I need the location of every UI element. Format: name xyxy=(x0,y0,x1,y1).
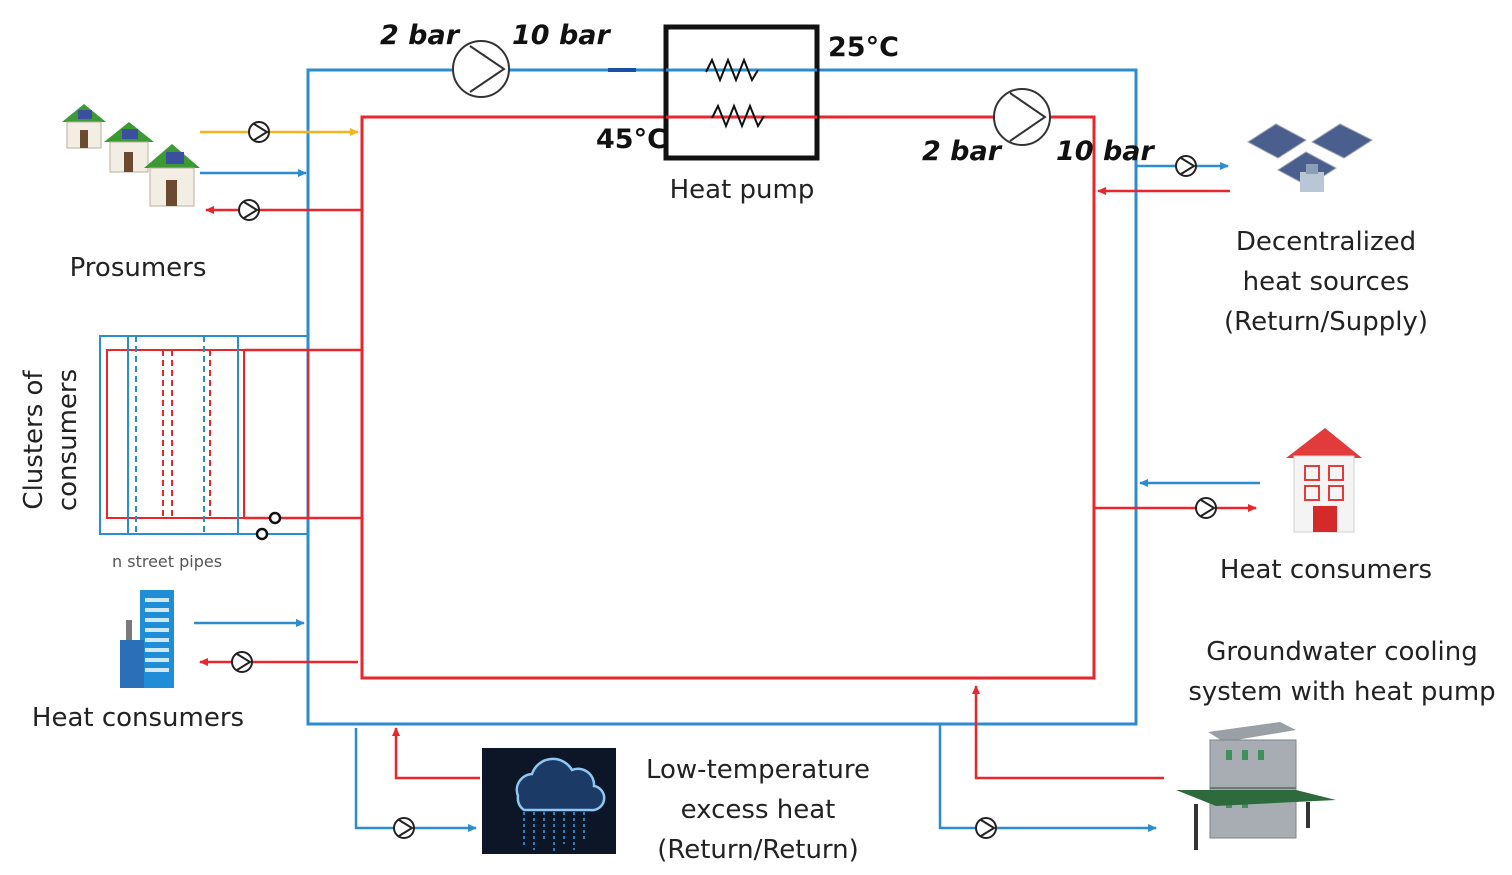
cloud-data-center-icon xyxy=(482,748,616,854)
office-building-icon xyxy=(120,590,174,688)
clusters-label-line1: Clusters of xyxy=(19,370,49,510)
heat-pump-label: Heat pump xyxy=(669,175,815,205)
pump-icon xyxy=(452,40,510,98)
heat-pump-box xyxy=(663,24,820,161)
pressure-label-right-in: 2 bar xyxy=(922,136,1002,167)
consumer-cluster-pipes xyxy=(99,335,362,541)
decentralized-heat-sources-label: Decentralized heat sources (Return/Suppl… xyxy=(1196,222,1456,342)
pump-icon xyxy=(993,88,1051,146)
house-icon xyxy=(1286,428,1362,533)
excess-label-line3: (Return/Return) xyxy=(657,835,859,865)
clusters-label-line2: consumers xyxy=(53,368,83,512)
excess-label-line2: excess heat xyxy=(680,795,836,825)
solar-panels-icon xyxy=(1247,123,1374,192)
decentralized-label-line1: Decentralized xyxy=(1235,227,1417,257)
groundwater-label-line2: system with heat pump xyxy=(1188,677,1496,707)
clusters-of-consumers-label: Clusters of consumers xyxy=(17,365,89,515)
cold-temperature-label: 25°C xyxy=(828,32,899,63)
excess-label-line1: Low-temperature xyxy=(645,755,870,785)
heat-consumers-left-label: Heat consumers xyxy=(31,703,245,733)
prosumers-label: Prosumers xyxy=(69,253,207,283)
groundwater-cooling-label: Groundwater cooling system with heat pum… xyxy=(1172,632,1512,712)
decentralized-label-line2: heat sources xyxy=(1242,267,1410,297)
heat-consumers-right-label: Heat consumers xyxy=(1219,555,1433,585)
groundwater-cooling-unit-icon xyxy=(1176,722,1336,850)
decentralized-label-line3: (Return/Supply) xyxy=(1224,307,1428,337)
street-pipes-label: n street pipes xyxy=(112,552,223,571)
pressure-label-right-out: 10 bar xyxy=(1056,136,1154,167)
excess-heat-label: Low-temperature excess heat (Return/Retu… xyxy=(628,750,888,870)
prosumer-houses-icon xyxy=(62,104,200,207)
pressure-label-top-in: 2 bar xyxy=(380,20,460,51)
groundwater-label-line1: Groundwater cooling xyxy=(1206,637,1478,667)
cold-loop-pipe xyxy=(306,68,1138,726)
pressure-label-top-out: 10 bar xyxy=(512,20,610,51)
warm-temperature-label: 45°C xyxy=(596,124,667,155)
